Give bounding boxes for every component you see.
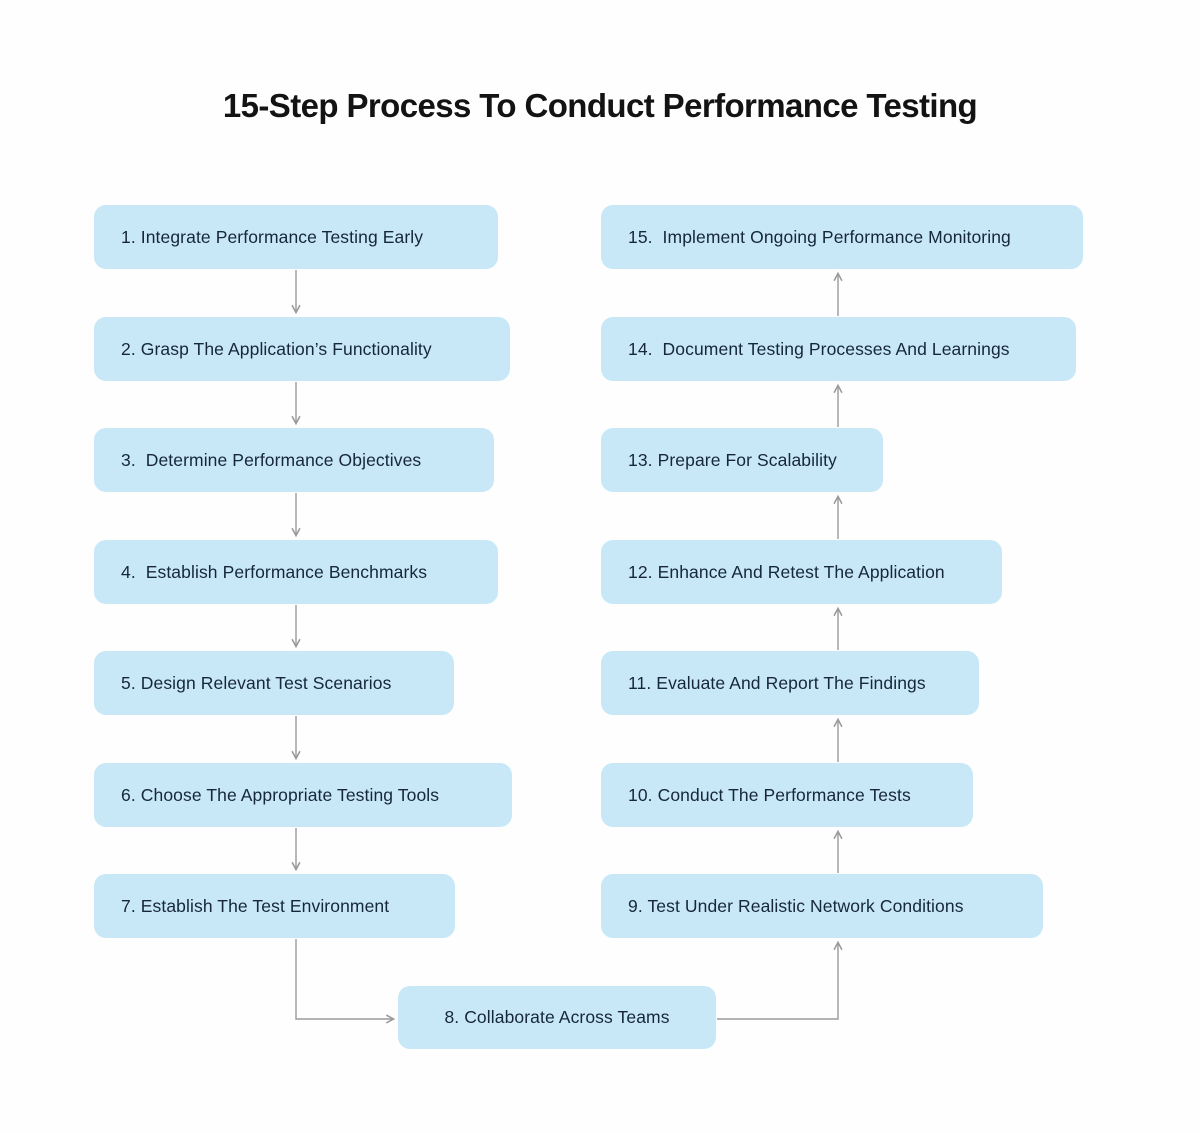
step-label-5: 5. Design Relevant Test Scenarios — [121, 672, 392, 693]
step-box-6: 6. Choose The Appropriate Testing Tools — [94, 763, 512, 827]
step-label-11: 11. Evaluate And Report The Findings — [628, 672, 926, 693]
connector-7-8 — [295, 939, 396, 1024]
step-label-1: 1. Integrate Performance Testing Early — [121, 226, 424, 247]
step-label-13: 13. Prepare For Scalability — [628, 449, 837, 470]
step-box-3: 3. Determine Performance Objectives — [94, 428, 494, 492]
step-box-15: 15. Implement Ongoing Performance Monito… — [601, 205, 1083, 269]
step-label-15: 15. Implement Ongoing Performance Monito… — [628, 226, 1011, 247]
step-label-10: 10. Conduct The Performance Tests — [628, 784, 911, 805]
connector-8-9 — [717, 940, 843, 1020]
step-label-12: 12. Enhance And Retest The Application — [628, 561, 945, 582]
page-title: 15-Step Process To Conduct Performance T… — [222, 87, 978, 124]
step-box-14: 14. Document Testing Processes And Learn… — [601, 317, 1076, 381]
step-box-2: 2. Grasp The Application’s Functionality — [94, 317, 510, 381]
step-label-3: 3. Determine Performance Objectives — [121, 449, 422, 470]
step-box-8: 8. Collaborate Across Teams — [398, 986, 716, 1049]
step-box-10: 10. Conduct The Performance Tests — [601, 763, 973, 827]
step-box-9: 9. Test Under Realistic Network Conditio… — [601, 874, 1043, 938]
step-box-12: 12. Enhance And Retest The Application — [601, 540, 1002, 604]
step-label-4: 4. Establish Performance Benchmarks — [121, 561, 428, 582]
step-box-11: 11. Evaluate And Report The Findings — [601, 651, 979, 715]
step-label-14: 14. Document Testing Processes And Learn… — [628, 338, 1010, 359]
step-box-7: 7. Establish The Test Environment — [94, 874, 455, 938]
step-box-13: 13. Prepare For Scalability — [601, 428, 883, 492]
step-label-2: 2. Grasp The Application’s Functionality — [121, 338, 432, 359]
step-label-7: 7. Establish The Test Environment — [121, 895, 390, 916]
step-label-9: 9. Test Under Realistic Network Conditio… — [628, 895, 964, 916]
step-box-4: 4. Establish Performance Benchmarks — [94, 540, 498, 604]
step-box-5: 5. Design Relevant Test Scenarios — [94, 651, 454, 715]
step-box-1: 1. Integrate Performance Testing Early — [94, 205, 498, 269]
step-label-8: 8. Collaborate Across Teams — [444, 1007, 670, 1027]
step-label-6: 6. Choose The Appropriate Testing Tools — [121, 784, 440, 805]
